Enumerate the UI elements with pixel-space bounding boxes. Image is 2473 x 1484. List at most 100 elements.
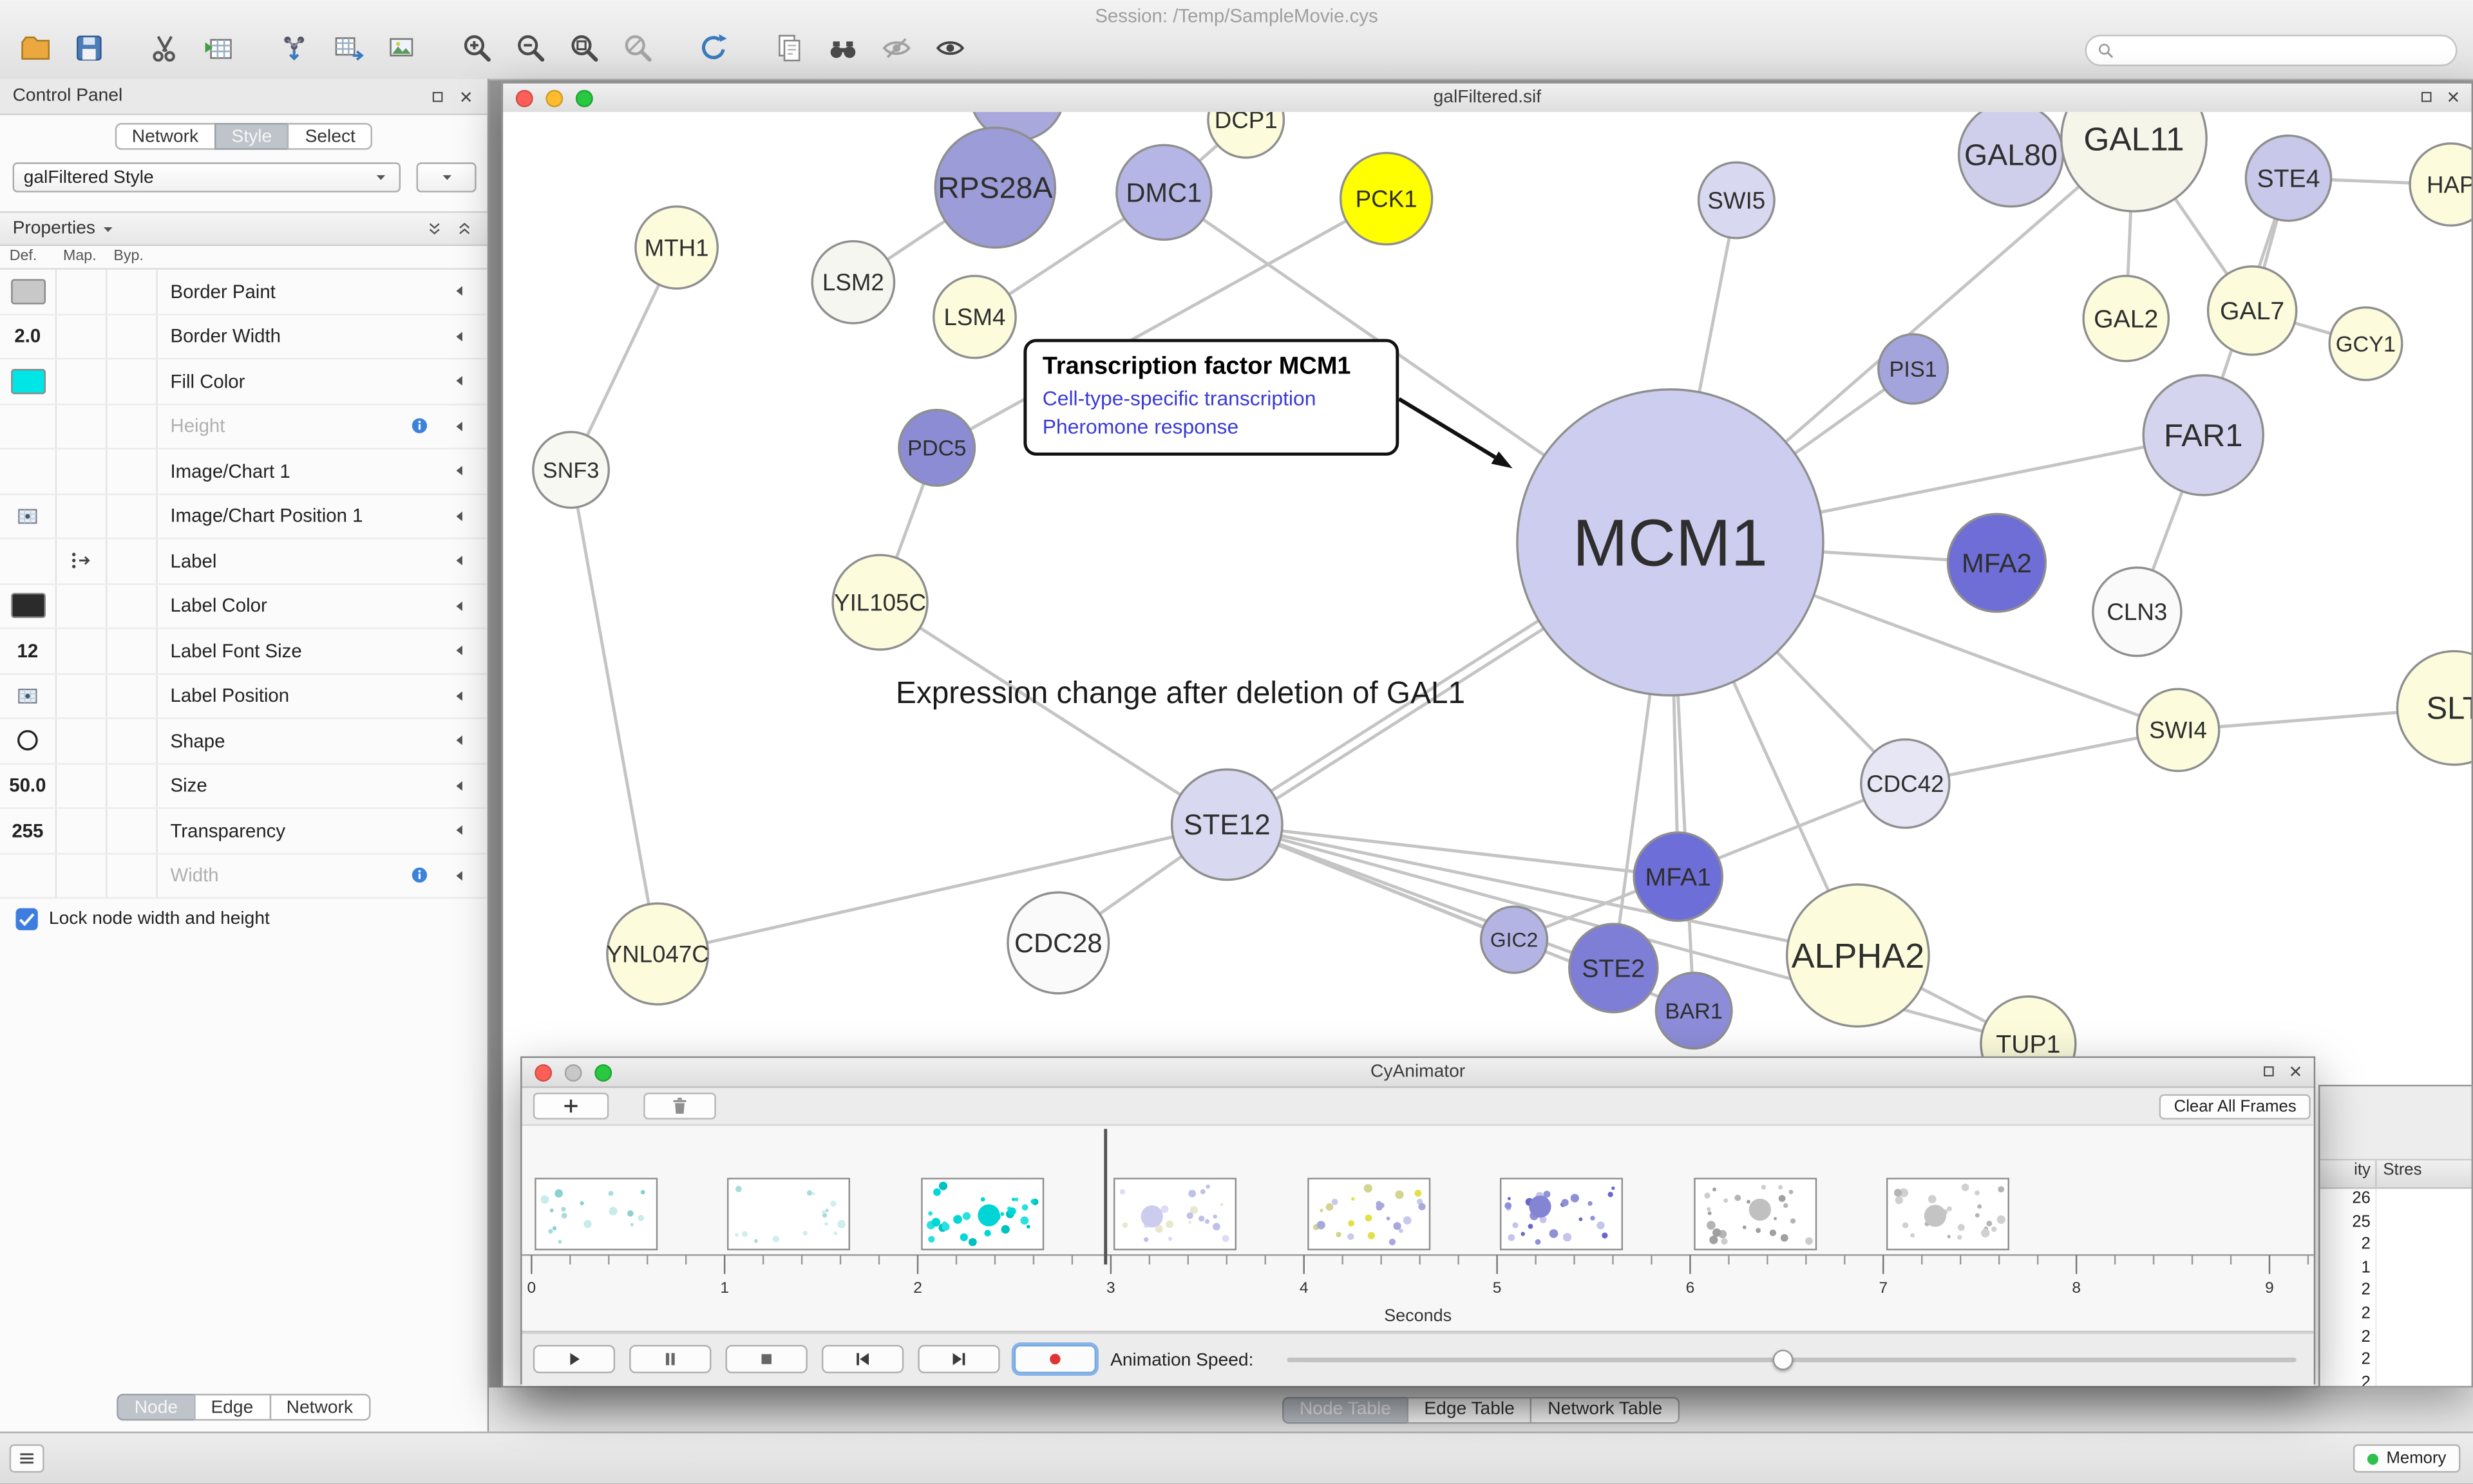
- position-icon[interactable]: [14, 503, 41, 530]
- save-session-button[interactable]: [63, 25, 113, 70]
- edge-pck1-pdc5[interactable]: [936, 197, 1387, 449]
- bypass-cell[interactable]: [108, 269, 158, 314]
- zoom-window-button[interactable]: [575, 89, 593, 108]
- mapping-cell[interactable]: [57, 269, 108, 314]
- mapping-cell[interactable]: [57, 719, 108, 763]
- expand-arrow-icon[interactable]: [451, 328, 468, 345]
- style-tab-node[interactable]: Node: [117, 1393, 195, 1421]
- network-window-titlebar[interactable]: galFiltered.sif: [503, 83, 2472, 114]
- mapping-cell[interactable]: [57, 764, 108, 807]
- results-row[interactable]: 2: [2320, 1373, 2471, 1386]
- edge-ste12-ste2[interactable]: [1226, 823, 1615, 970]
- tab-style[interactable]: Style: [214, 123, 290, 150]
- node-cdc28[interactable]: [1007, 891, 1110, 995]
- property-row-width[interactable]: Width: [0, 854, 488, 899]
- float-panel-icon[interactable]: [429, 88, 446, 105]
- node-alpha2[interactable]: [1785, 883, 1930, 1028]
- next-frame-button[interactable]: [918, 1344, 1000, 1374]
- node-cln3[interactable]: [2092, 566, 2183, 657]
- minimize-window-button[interactable]: [545, 89, 564, 108]
- default-cell[interactable]: 50.0: [0, 764, 57, 807]
- results-row[interactable]: 25: [2320, 1212, 2471, 1235]
- results-row[interactable]: 2: [2320, 1326, 2471, 1350]
- expand-arrow-icon[interactable]: [451, 867, 468, 884]
- node-slt2[interactable]: [2396, 650, 2472, 766]
- table-tab-edge-table[interactable]: Edge Table: [1407, 1396, 1532, 1423]
- export-image-button[interactable]: [375, 25, 426, 70]
- frame-thumbnail-7[interactable]: [1886, 1178, 2010, 1251]
- results-row[interactable]: 2: [2320, 1281, 2471, 1304]
- bypass-cell[interactable]: [108, 854, 158, 897]
- delete-frame-button[interactable]: [643, 1093, 716, 1120]
- close-window-icon[interactable]: [2287, 1063, 2304, 1080]
- default-cell[interactable]: [0, 539, 57, 583]
- results-row[interactable]: 2: [2320, 1349, 2471, 1373]
- bypass-cell[interactable]: [108, 494, 158, 538]
- node-far1[interactable]: [2142, 374, 2265, 496]
- record-button[interactable]: [1014, 1344, 1097, 1374]
- cyanimator-titlebar[interactable]: CyAnimator: [522, 1058, 2314, 1088]
- show-all-button[interactable]: [924, 25, 974, 70]
- zoom-selected-button[interactable]: [612, 25, 662, 70]
- restore-window-icon[interactable]: [2418, 88, 2435, 106]
- annotation-link[interactable]: Cell-type-specific transcription: [1042, 386, 1316, 410]
- expand-arrow-icon[interactable]: [451, 732, 468, 749]
- zoom-out-button[interactable]: [505, 25, 555, 70]
- node-pdc5[interactable]: [898, 409, 976, 487]
- mapping-cell[interactable]: [57, 673, 108, 718]
- property-row-fill-color[interactable]: Fill Color: [0, 359, 488, 405]
- bypass-cell[interactable]: [108, 719, 158, 763]
- node-swi4[interactable]: [2136, 688, 2221, 773]
- search-input[interactable]: [2123, 39, 2447, 62]
- tab-network[interactable]: Network: [114, 123, 216, 150]
- mapping-icon[interactable]: [68, 547, 95, 574]
- color-swatch[interactable]: [10, 593, 45, 619]
- previous-frame-button[interactable]: [821, 1344, 904, 1374]
- bypass-cell[interactable]: [108, 404, 158, 448]
- node-snf3[interactable]: [532, 431, 611, 509]
- default-value[interactable]: 12: [17, 639, 39, 662]
- node-yil105c[interactable]: [831, 554, 929, 651]
- expand-arrow-icon[interactable]: [451, 283, 468, 300]
- node-gic2[interactable]: [1479, 905, 1549, 974]
- results-row[interactable]: 1: [2320, 1257, 2471, 1281]
- edge-ste12-yil105c[interactable]: [879, 601, 1228, 826]
- paste-button[interactable]: [763, 25, 813, 70]
- node-ste4[interactable]: [2244, 134, 2333, 222]
- annotation-link[interactable]: Pheromone response: [1042, 415, 1239, 438]
- circle-icon[interactable]: [14, 728, 41, 755]
- expand-arrow-icon[interactable]: [451, 642, 468, 659]
- close-panel-icon[interactable]: [457, 88, 475, 105]
- mapping-cell[interactable]: [57, 854, 108, 897]
- add-frame-button[interactable]: [533, 1093, 609, 1120]
- property-row-label[interactable]: Label: [0, 539, 488, 585]
- bypass-cell[interactable]: [108, 629, 158, 673]
- results-column-1[interactable]: ity: [2320, 1160, 2377, 1188]
- open-session-button[interactable]: [10, 25, 60, 70]
- playhead[interactable]: [1104, 1129, 1106, 1265]
- node-mfa2[interactable]: [1946, 512, 2047, 613]
- expand-all-icon[interactable]: [424, 218, 445, 239]
- expand-arrow-icon[interactable]: [451, 597, 468, 615]
- show-panel-button[interactable]: [9, 1444, 44, 1473]
- mapping-cell[interactable]: [57, 629, 108, 673]
- node-gcy1[interactable]: [2328, 306, 2403, 381]
- default-cell[interactable]: 2.0: [0, 314, 57, 358]
- default-cell[interactable]: [0, 673, 57, 718]
- stop-button[interactable]: [725, 1344, 808, 1374]
- bypass-cell[interactable]: [108, 314, 158, 358]
- zoom-in-button[interactable]: [451, 25, 501, 70]
- results-row[interactable]: 2: [2320, 1235, 2471, 1258]
- tab-select[interactable]: Select: [287, 123, 373, 150]
- expand-arrow-icon[interactable]: [451, 462, 468, 480]
- property-row-label-position[interactable]: Label Position: [0, 673, 488, 719]
- annotation-mcm1[interactable]: Transcription factor MCM1 Cell-type-spec…: [1023, 339, 1399, 456]
- animation-speed-slider[interactable]: [1287, 1334, 2297, 1386]
- results-column-2[interactable]: Stres: [2383, 1160, 2422, 1179]
- frame-thumbnail-4[interactable]: [1307, 1178, 1430, 1251]
- default-cell[interactable]: [0, 719, 57, 763]
- style-tab-edge[interactable]: Edge: [193, 1393, 271, 1421]
- expand-arrow-icon[interactable]: [451, 687, 468, 704]
